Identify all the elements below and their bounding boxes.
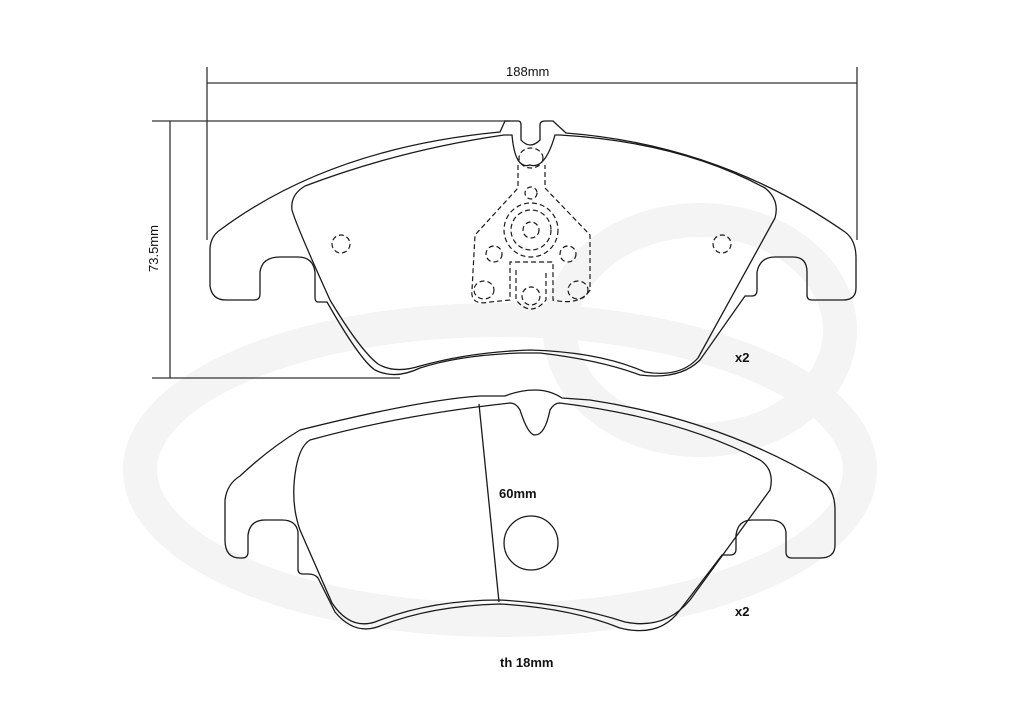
watermark-logo — [123, 203, 877, 637]
bottom-backing-plate — [224, 389, 836, 632]
width-dimension-label: 188mm — [506, 64, 550, 79]
top-backing-plate — [209, 120, 857, 377]
depth-dimension-label: 60mm — [499, 486, 537, 501]
top-pad-quantity: x2 — [735, 350, 750, 365]
height-dimension-label: 73.5mm — [146, 225, 161, 272]
height-dimension — [152, 120, 510, 379]
bottom-pad-quantity: x2 — [735, 604, 750, 619]
bottom-pad — [224, 389, 836, 632]
locating-hole-left — [331, 234, 351, 254]
top-pad — [209, 120, 857, 377]
thickness-label: th 18mm — [500, 655, 554, 670]
depth-dimension-line — [478, 403, 500, 603]
top-friction-material — [291, 134, 777, 375]
wear-sensor-clip — [471, 147, 591, 310]
width-dimension — [206, 67, 858, 240]
locating-hole-right — [712, 234, 732, 254]
bottom-friction-material — [293, 402, 772, 625]
center-hole — [503, 515, 559, 571]
